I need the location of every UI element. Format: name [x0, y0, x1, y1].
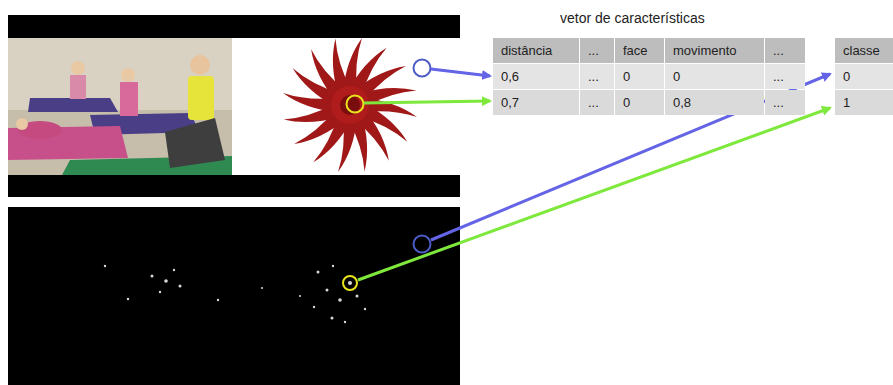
header-cell: face: [615, 38, 664, 63]
flower: [283, 38, 417, 172]
table-cell: ...: [580, 90, 614, 115]
table-cell: ...: [765, 64, 805, 89]
table-cell: ...: [765, 90, 805, 115]
salient-points: [104, 265, 366, 323]
yoga-photo: [8, 38, 232, 175]
sample-marker: [343, 276, 357, 290]
person: [71, 61, 85, 75]
class-cell: 0: [835, 64, 893, 89]
table-cell: 0,8: [665, 90, 764, 115]
header-cell: movimento: [665, 38, 764, 63]
sample-marker: [414, 236, 431, 253]
person: [188, 76, 214, 120]
person: [190, 55, 210, 75]
sample-marker: [414, 60, 431, 77]
table-cell: 0: [615, 90, 664, 115]
sample-marker: [347, 96, 364, 113]
table-cell: 0,6: [493, 64, 579, 89]
table-cell: 0: [665, 64, 764, 89]
saliency-map: [8, 207, 460, 385]
header-cell: ...: [580, 38, 614, 63]
class-cell: 1: [835, 90, 893, 115]
person: [121, 68, 135, 82]
table-title: vetor de características: [560, 10, 705, 26]
leader-arrow: [358, 108, 830, 280]
header-cell: ...: [765, 38, 805, 63]
flower-image: [232, 38, 460, 175]
leader-arrow: [431, 69, 490, 76]
mat: [28, 98, 118, 112]
table-cell: 0,7: [493, 90, 579, 115]
person: [120, 82, 138, 116]
person: [70, 75, 86, 99]
leader-arrow: [364, 101, 490, 103]
table-cell: ...: [580, 64, 614, 89]
person: [16, 118, 28, 130]
video-frame: [8, 15, 460, 197]
leader-arrow: [431, 74, 830, 240]
header-cell: classe: [835, 38, 893, 63]
person: [165, 118, 225, 168]
table-cell: 0: [615, 64, 664, 89]
header-cell: distância: [493, 38, 579, 63]
